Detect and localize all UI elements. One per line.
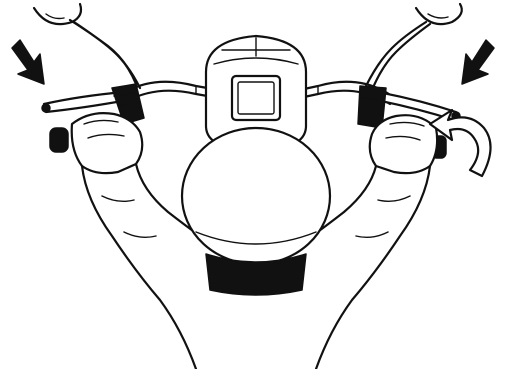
- left-mirror: [34, 4, 140, 88]
- right-mirror: [366, 4, 462, 90]
- right-arm-and-hand: [312, 115, 437, 369]
- down-left-arrow-icon: [12, 40, 44, 84]
- left-arm-and-hand: [72, 113, 200, 369]
- left-grip: [50, 128, 68, 152]
- down-right-arrow-icon: [462, 40, 494, 84]
- rider-head: [182, 128, 330, 295]
